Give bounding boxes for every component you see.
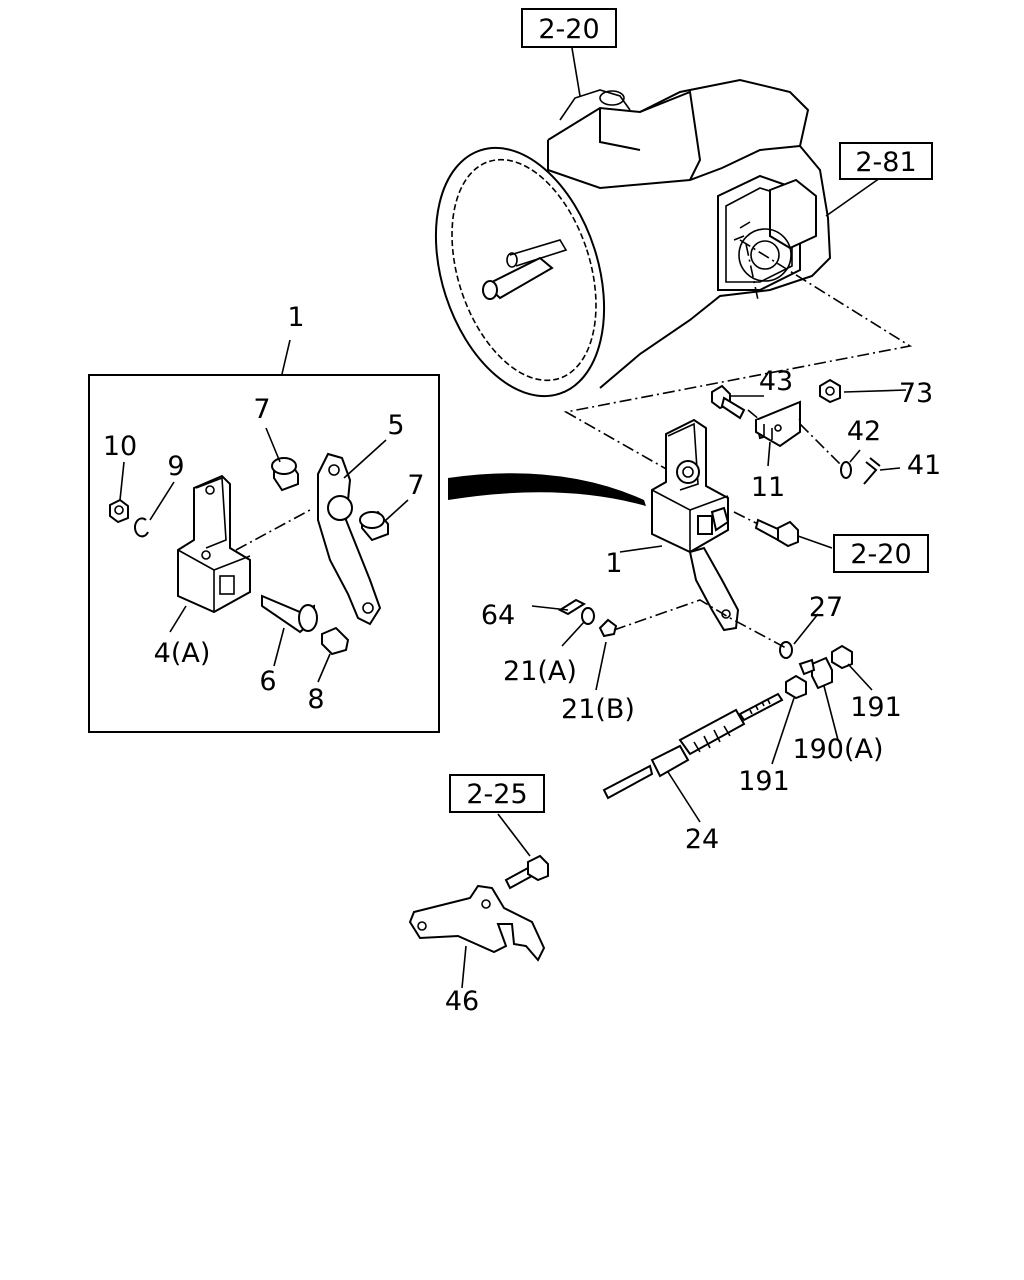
- leader-2-25: [497, 813, 531, 857]
- callout-1-main: 1: [605, 548, 622, 579]
- clevis-190a: [798, 656, 833, 690]
- callout-190a: 190(A): [792, 734, 883, 765]
- fork-11: [754, 400, 801, 448]
- assembly-arrow: [448, 473, 646, 506]
- bushing-7a: [271, 457, 299, 492]
- ref-label-2-25: 2-25: [466, 779, 527, 810]
- bolt-2-25: [504, 854, 549, 890]
- callout-6: 6: [259, 666, 276, 697]
- callout-41: 41: [907, 450, 941, 481]
- ref-label-2-20-top: 2-20: [538, 14, 599, 45]
- washer-21b: [598, 618, 618, 638]
- callout-10: 10: [103, 431, 137, 462]
- ref-box-2-20-right: 2-20: [833, 534, 929, 573]
- callout-24: 24: [685, 824, 719, 855]
- leader-2-81: [825, 177, 881, 217]
- cable-24: [602, 692, 784, 800]
- ref-label-2-81: 2-81: [855, 147, 916, 178]
- bracket-4a: [177, 474, 251, 614]
- ref-label-2-20-right: 2-20: [850, 539, 911, 570]
- nut-73: [819, 378, 841, 404]
- callout-9: 9: [167, 451, 184, 482]
- bolt-43: [711, 384, 746, 420]
- callout-7a: 7: [253, 394, 270, 425]
- callout-5: 5: [387, 410, 404, 441]
- callout-73: 73: [899, 378, 933, 409]
- callout-11: 11: [751, 472, 785, 503]
- leader-p46: [461, 945, 467, 989]
- bracket-assembly-1: [651, 418, 740, 632]
- callout-21b: 21(B): [561, 694, 635, 725]
- grease-nipple-8: [321, 626, 350, 656]
- callout-191-left: 191: [738, 766, 790, 797]
- callout-7b: 7: [407, 470, 424, 501]
- circlip-9: [134, 517, 149, 538]
- bolt-2-20: [754, 518, 799, 548]
- callout-4a: 4(A): [154, 638, 211, 669]
- callout-43: 43: [759, 366, 793, 397]
- callout-21a: 21(A): [503, 656, 577, 687]
- callout-1-box: 1: [287, 302, 304, 333]
- nut-191-right: [831, 644, 853, 670]
- callout-46: 46: [445, 986, 479, 1017]
- ref-box-2-25: 2-25: [449, 774, 545, 813]
- lever-5: [317, 452, 382, 626]
- ref-box-2-81: 2-81: [839, 142, 933, 180]
- leader-p1-box: [281, 339, 291, 375]
- transmission-housing: [434, 78, 832, 398]
- pin-6: [261, 594, 318, 634]
- nut-191-left: [785, 674, 807, 700]
- nut-10: [109, 498, 129, 524]
- bracket-46: [408, 884, 546, 962]
- ref-box-2-20-top: 2-20: [521, 8, 617, 48]
- washer-42: [840, 461, 852, 479]
- callout-42: 42: [847, 416, 881, 447]
- split-pin-41: [863, 457, 881, 485]
- subassembly-frame: [88, 374, 440, 733]
- callout-8: 8: [307, 684, 324, 715]
- pin-64: [557, 598, 587, 616]
- leader-2-20-top: [571, 47, 581, 97]
- bushing-7b: [359, 510, 389, 542]
- washer-21a: [581, 607, 595, 625]
- callout-191-right: 191: [850, 692, 902, 723]
- washer-27: [779, 641, 793, 659]
- callout-64: 64: [481, 600, 515, 631]
- callout-27: 27: [809, 592, 843, 623]
